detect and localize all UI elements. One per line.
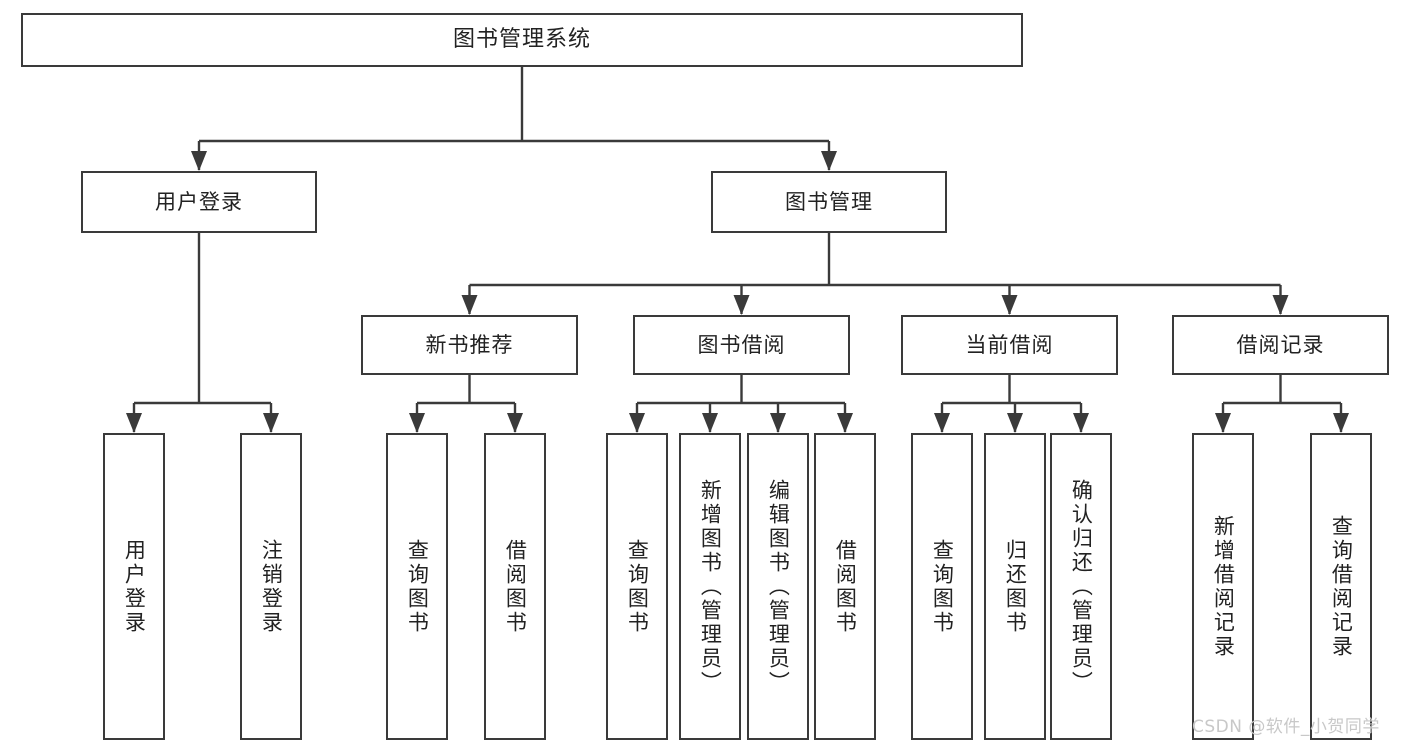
node-current[interactable]: 当前借阅: [901, 315, 1118, 375]
node-c-confirm[interactable]: 确认归还（管理员）: [1050, 433, 1112, 740]
node-label: 查询图书: [930, 538, 955, 635]
node-borrow[interactable]: 图书借阅: [633, 315, 850, 375]
connector-arrowhead: [1272, 295, 1289, 315]
connector-arrowhead: [1007, 413, 1023, 433]
node-label: 新书推荐: [425, 332, 514, 357]
connector-arrowhead: [934, 413, 950, 433]
node-label: 借阅记录: [1236, 332, 1325, 357]
connector-arrowhead: [837, 413, 853, 433]
node-n-borrow[interactable]: 借阅图书: [484, 433, 546, 740]
node-label: 用户登录: [155, 189, 243, 214]
node-b-lend[interactable]: 借阅图书: [814, 433, 876, 740]
watermark: CSDN @软件_小贺同学: [1192, 717, 1380, 737]
node-b-add[interactable]: 新增图书（管理员）: [679, 433, 741, 740]
connector-arrowhead: [191, 151, 207, 171]
node-login[interactable]: 用户登录: [81, 171, 317, 233]
node-label: 图书管理: [785, 189, 873, 214]
node-label: 编辑图书（管理员）: [766, 478, 791, 695]
connector-arrowhead: [461, 295, 478, 315]
node-label: 借阅图书: [833, 538, 858, 635]
node-n-query[interactable]: 查询图书: [386, 433, 448, 740]
node-c-query[interactable]: 查询图书: [911, 433, 973, 740]
node-label: 查询图书: [405, 538, 430, 635]
node-label: 查询借阅记录: [1329, 514, 1354, 659]
node-label: 新增借阅记录: [1211, 514, 1236, 659]
connector-arrowhead: [1333, 413, 1349, 433]
node-label: 借阅图书: [503, 538, 528, 635]
connector-arrowhead: [1073, 413, 1089, 433]
node-newbook[interactable]: 新书推荐: [361, 315, 578, 375]
node-bookmgmt[interactable]: 图书管理: [711, 171, 947, 233]
node-b-edit[interactable]: 编辑图书（管理员）: [747, 433, 809, 740]
node-label: 注销登录: [259, 538, 284, 635]
node-root[interactable]: 图书管理系统: [21, 13, 1023, 67]
connector-arrowhead: [409, 413, 425, 433]
node-records[interactable]: 借阅记录: [1172, 315, 1389, 375]
node-r-query[interactable]: 查询借阅记录: [1310, 433, 1372, 740]
node-label: 确认归还（管理员）: [1069, 478, 1094, 695]
connector-arrowhead: [1001, 295, 1018, 315]
node-label: 新增图书（管理员）: [698, 478, 723, 695]
connector-arrowhead: [770, 413, 786, 433]
connector-arrowhead: [507, 413, 523, 433]
node-label: 当前借阅: [965, 332, 1054, 357]
connector-arrowhead: [821, 151, 837, 171]
connector-arrowhead: [1215, 413, 1231, 433]
connector-arrowhead: [263, 413, 279, 433]
connector-arrowhead: [126, 413, 142, 433]
connector-arrowhead: [733, 295, 750, 315]
node-l-logout[interactable]: 注销登录: [240, 433, 302, 740]
node-c-return[interactable]: 归还图书: [984, 433, 1046, 740]
connector-arrowhead: [702, 413, 718, 433]
node-l-login[interactable]: 用户登录: [103, 433, 165, 740]
node-label: 图书借阅: [697, 332, 786, 357]
node-label: 归还图书: [1003, 538, 1028, 635]
node-label: 用户登录: [122, 538, 147, 635]
node-r-add[interactable]: 新增借阅记录: [1192, 433, 1254, 740]
node-label: 图书管理系统: [452, 27, 591, 53]
connector-arrowhead: [629, 413, 645, 433]
node-label: 查询图书: [625, 538, 650, 635]
node-b-query[interactable]: 查询图书: [606, 433, 668, 740]
